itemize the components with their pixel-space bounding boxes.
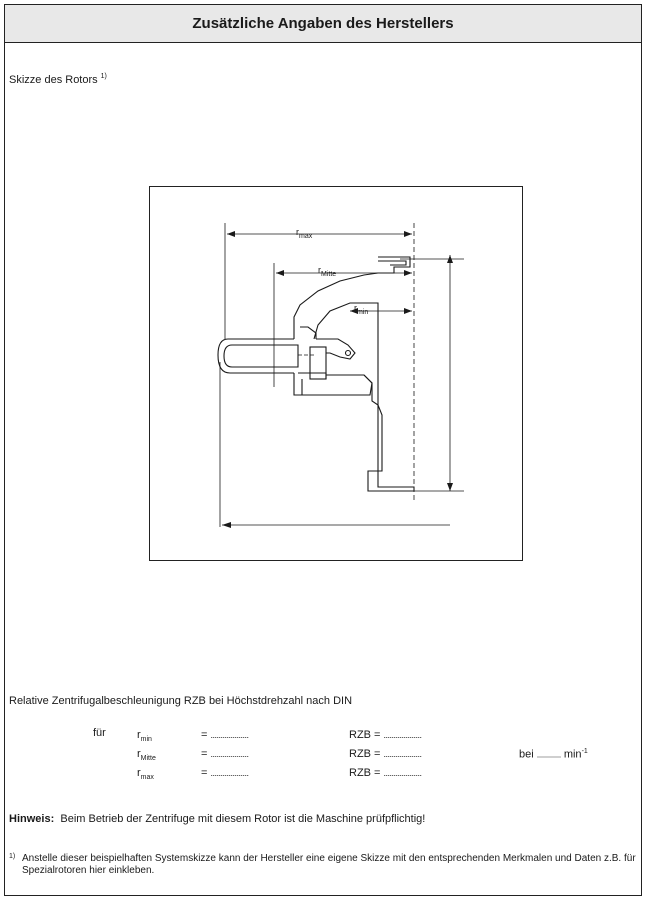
rzb-row-rmitte-rzb-label: RZB =: [349, 748, 381, 760]
rzb-row-rmitte-base: r: [137, 748, 141, 760]
footnote-mark: 1): [9, 853, 16, 860]
dim-rmax-base: r: [296, 227, 299, 237]
rzb-row-rmax-sub: max: [140, 774, 154, 782]
rotor-sketch-box: rmax rMitte rmin: [149, 186, 523, 561]
rzb-row-rmin-rzb: RZB = ...................: [349, 729, 422, 741]
rzb-fuer: für: [93, 727, 106, 739]
dim-rmitte-base: r: [318, 265, 321, 275]
rzb-row-rmax-eq: = ...................: [201, 767, 249, 779]
rzb-row-rmitte-eq-sign: =: [201, 748, 208, 760]
rzb-row-rmin-rzb-field[interactable]: ...................: [383, 730, 423, 740]
sketch-label-text: Skizze des Rotors: [9, 74, 98, 86]
rzb-unit-exp: -1: [581, 748, 588, 755]
rzb-row-rmin-eq-sign: =: [201, 729, 208, 741]
dim-label-rmin: rmin: [354, 303, 368, 316]
rzb-bei: bei ............ min-1: [519, 748, 588, 761]
rzb-row-rmin-sub: min: [140, 736, 152, 744]
rzb-row-rmin-label: rmin: [137, 729, 152, 743]
rzb-row-rmitte-eq: = ...................: [201, 748, 249, 760]
dim-rmitte-sub: Mitte: [321, 270, 337, 278]
rzb-row-rmin-value-field[interactable]: ...................: [210, 730, 250, 740]
form-header: Zusätzliche Angaben des Herstellers: [5, 5, 641, 43]
rotor-sketch-drawing: [217, 223, 464, 528]
dim-rmax-sub: max: [299, 232, 313, 240]
rzb-row-rmin-rzb-label: RZB =: [349, 729, 381, 741]
rzb-unit: min: [563, 748, 582, 761]
dim-label-rmitte: rMitte: [318, 265, 336, 278]
hinweis-text: Beim Betrieb der Zentrifuge mit diesem R…: [60, 813, 426, 825]
rzb-row-rmax-rzb: RZB = ...................: [349, 767, 422, 779]
rzb-row-rmitte-sub: Mitte: [140, 755, 156, 763]
rzb-heading: Relative Zentrifugalbeschleunigung RZB b…: [9, 695, 353, 707]
rzb-speed-field[interactable]: ............: [536, 749, 562, 760]
dim-rmin-sub: min: [357, 308, 369, 316]
dim-rmin-base: r: [354, 303, 357, 313]
rzb-bei-label: bei: [519, 748, 534, 761]
form-frame: Zusätzliche Angaben des Herstellers Skiz…: [4, 4, 642, 896]
hinweis: Hinweis: Beim Betrieb der Zentrifuge mit…: [9, 813, 425, 825]
rzb-row-rmax-label: rmax: [137, 767, 154, 781]
rzb-row-rmitte-rzb: RZB = ...................: [349, 748, 422, 760]
rzb-row-rmax-value-field[interactable]: ...................: [210, 768, 250, 778]
dim-label-rmax: rmax: [296, 227, 312, 240]
rzb-row-rmitte-value-field[interactable]: ...................: [210, 749, 250, 759]
rzb-row-rmax-eq-sign: =: [201, 767, 208, 779]
form-title: Zusätzliche Angaben des Herstellers: [192, 15, 454, 32]
rzb-row-rmax-rzb-label: RZB =: [349, 767, 381, 779]
rzb-row-rmax-rzb-field[interactable]: ...................: [383, 768, 423, 778]
rzb-row-rmax-base: r: [137, 767, 141, 779]
hinweis-label: Hinweis:: [9, 813, 55, 825]
rzb-row-rmin-eq: = ...................: [201, 729, 249, 741]
rzb-row-rmitte-label: rMitte: [137, 748, 156, 762]
footnote-text: Anstelle dieser beispielhaften Systemski…: [22, 853, 636, 876]
sketch-footnote-mark: 1): [100, 73, 107, 80]
rzb-row-rmitte-rzb-field[interactable]: ...................: [383, 749, 423, 759]
rzb-row-rmin-base: r: [137, 729, 141, 741]
